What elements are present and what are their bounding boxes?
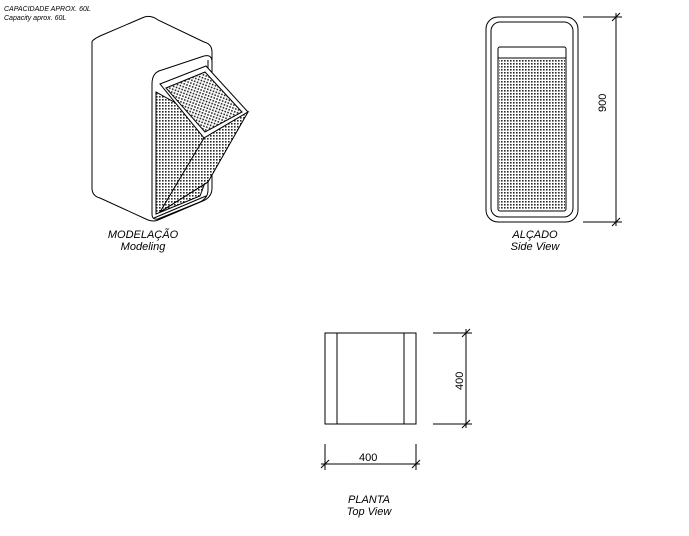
top-view-title-en: Top View	[346, 506, 392, 518]
modeling-view	[91, 15, 250, 222]
capacity-note-en: Capacity aprox. 60L	[4, 15, 67, 22]
capacity-note-pt: CAPACIDADE APROX. 60L	[4, 6, 91, 13]
top-view-title-pt: PLANTA	[348, 494, 390, 506]
top-view-caption: PLANTA Top View	[347, 494, 392, 518]
modeling-title-en: Modeling	[120, 241, 166, 253]
side-view-caption: ALÇADO Side View	[511, 229, 560, 253]
side-view	[485, 12, 622, 227]
modeling-caption: MODELAÇÃO Modeling	[108, 229, 178, 253]
side-height-dimension: 900	[597, 93, 609, 112]
top-width-dimension: 400	[359, 452, 378, 464]
top-view	[320, 328, 472, 470]
top-depth-dimension: 400	[454, 371, 466, 390]
side-view-title-pt: ALÇADO	[512, 229, 558, 241]
modeling-title-pt: MODELAÇÃO	[107, 229, 179, 241]
side-view-title-en: Side View	[510, 241, 560, 253]
